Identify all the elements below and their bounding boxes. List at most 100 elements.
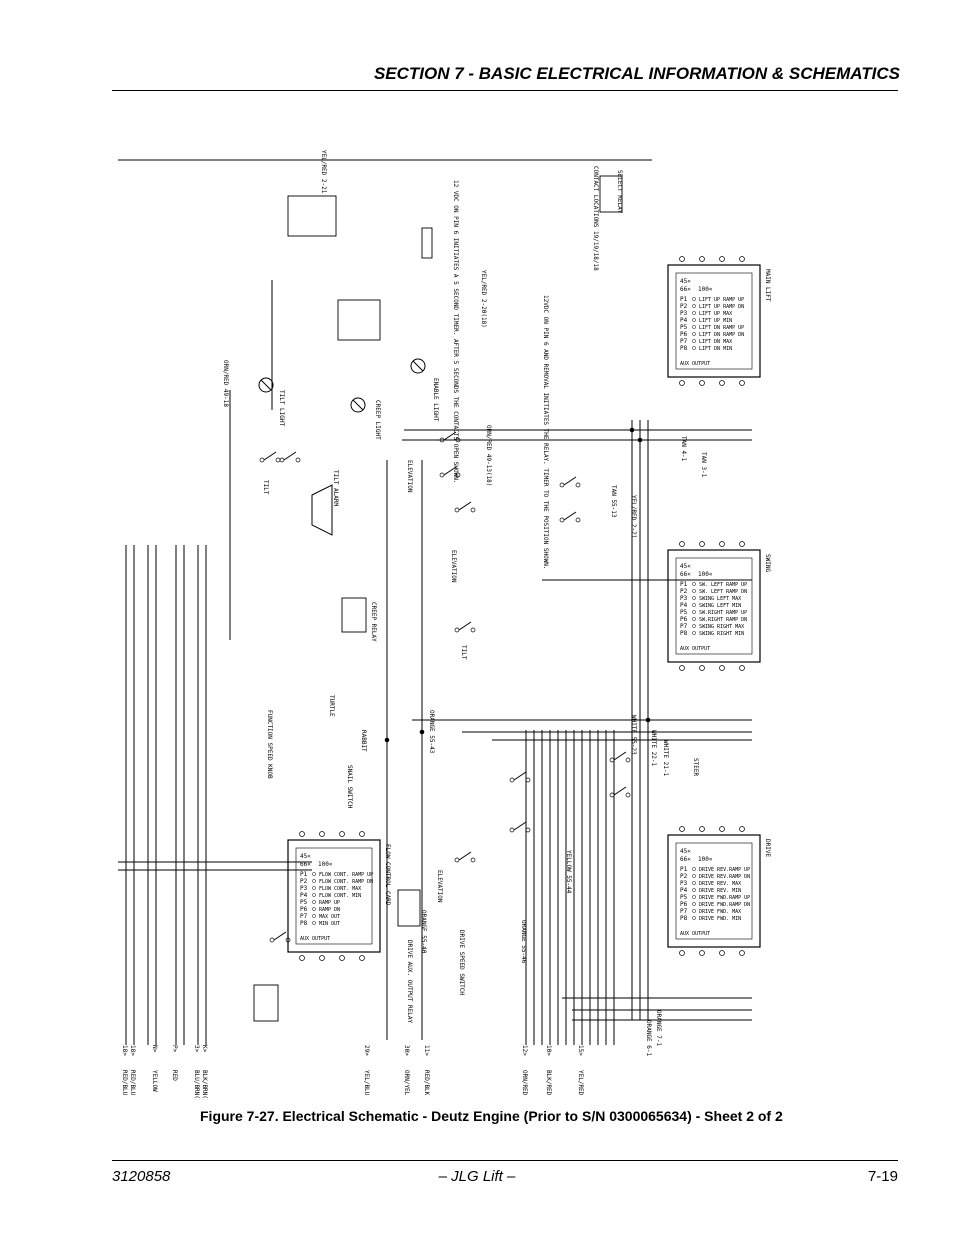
module-function-label: FLOW CONT. RAMP DN (319, 879, 373, 885)
module-pin-label: P1 (680, 581, 688, 588)
module-pin-label: P6 (680, 331, 688, 338)
switch-contact (455, 437, 461, 443)
trim-pot (692, 624, 696, 628)
terminal (699, 380, 705, 386)
connector-wire-color: RED/BLU (129, 1070, 136, 1096)
module-pin-label: P6 (300, 906, 308, 913)
module-pin-label: P4 (680, 317, 688, 324)
switch-blade (458, 851, 472, 861)
connector-wire-color: ORN/YEL (403, 1070, 410, 1096)
module-pin-label: P7 (680, 338, 688, 345)
switch-blade (613, 786, 627, 796)
switch-contact (525, 827, 531, 833)
module-function-label: LIFT UP MAX (699, 311, 732, 317)
wire-label: TAN 4-1 (680, 436, 687, 462)
wire-label: YEL/RED 2-21 (320, 150, 327, 194)
trim-pot (692, 346, 696, 350)
lamp-symbol (350, 397, 366, 413)
trim-pot (692, 916, 696, 920)
module-pin-label: P7 (680, 908, 688, 915)
module-pin-label: P5 (300, 899, 308, 906)
trim-pot (692, 582, 696, 586)
module-voltage-45: 45« (680, 848, 691, 855)
schematic-annotation: ELEVATION (450, 550, 457, 583)
schematic-annotation: TURTLE (328, 695, 335, 717)
module-aux-output: AUX OUTPUT (680, 646, 710, 652)
module-pin-label: P5 (680, 894, 688, 901)
switch-contact (609, 757, 615, 763)
connector-wire-color: YEL/RED (577, 1070, 584, 1096)
terminal (359, 955, 365, 961)
switch-contact (509, 777, 515, 783)
terminal (679, 541, 685, 547)
module-pot-value: 100« (698, 856, 713, 863)
switch-contact (470, 857, 476, 863)
junction-dot (419, 729, 425, 735)
aux-relay-box (397, 889, 421, 927)
module-function-label: DRIVE FWD.RAMP DN (699, 902, 750, 908)
module-pin-label: P1 (680, 296, 688, 303)
module-voltage-45: 45« (680, 278, 691, 285)
junction-dot (629, 427, 635, 433)
module-function-label: FLOW CONT. MAX (319, 886, 361, 892)
module-function-label: SWING RIGHT MIN (699, 631, 744, 637)
module-function-label: MIN OUT (319, 921, 340, 927)
trim-pot (692, 318, 696, 322)
switch-blade (443, 431, 457, 441)
schematic-annotation: TILT (460, 645, 467, 660)
wire-label: YELLOW 55-44 (565, 850, 572, 894)
module-voltage-66: 66« (680, 856, 691, 863)
module-voltage-45: 45« (680, 563, 691, 570)
module-pot-value: 100« (698, 286, 713, 293)
module-function-label: LIFT UP RAMP UP (699, 297, 744, 303)
terminal (699, 665, 705, 671)
switch-contact (285, 937, 291, 943)
trim-pot (692, 888, 696, 892)
switch-contact (559, 517, 565, 523)
switch-contact (454, 507, 460, 513)
module-frame (287, 839, 381, 953)
module-pot-value: 100« (698, 571, 713, 578)
terminal (679, 380, 685, 386)
connector-pin: 12> (521, 1045, 528, 1056)
switch-contact (509, 827, 515, 833)
module-function-label: SW.RIGHT RAMP DN (699, 617, 747, 623)
connector-wire-color: ORN/RED (521, 1070, 528, 1096)
relay-box (253, 984, 279, 1022)
wire-label: ORANGE 55-46 (520, 920, 527, 964)
terminal (679, 256, 685, 262)
terminal (739, 256, 745, 262)
schematic-annotation: FUNCTION SPEED KNOB (266, 710, 273, 779)
connector-wire-color: RED/BLU (121, 1070, 128, 1096)
timer-relay-box (337, 299, 381, 341)
trim-pot (692, 631, 696, 635)
trim-pot (312, 886, 316, 890)
connector-wire-color: BLK/RED (545, 1070, 552, 1096)
terminal (739, 380, 745, 386)
trim-pot (692, 339, 696, 343)
module-pot-value: 100« (318, 861, 333, 868)
module-pin-label: P8 (680, 915, 688, 922)
wire-label: ORANGE 55-40 (420, 910, 427, 954)
wire-label: ORANGE 7-1 (655, 1010, 662, 1047)
terminal (699, 950, 705, 956)
trim-pot (692, 895, 696, 899)
header-rule (112, 90, 898, 91)
terminal (699, 256, 705, 262)
module-pin-label: P4 (300, 892, 308, 899)
schematic-annotation: DRIVE SPEED SWITCH (458, 930, 465, 995)
trim-pot (692, 311, 696, 315)
connector-pin: P> (171, 1045, 178, 1053)
terminal (319, 831, 325, 837)
module-function-label: FLOW CONT. MIN (319, 893, 361, 899)
connector-pin: 18> (129, 1045, 136, 1056)
module-pin-label: P8 (680, 345, 688, 352)
trim-pot (312, 921, 316, 925)
trim-pot (692, 596, 696, 600)
connector-pin: 15> (577, 1045, 584, 1056)
junction-dot (637, 437, 643, 443)
module-pin-label: P5 (680, 609, 688, 616)
switch-blade (563, 476, 577, 486)
switch-blade (563, 511, 577, 521)
